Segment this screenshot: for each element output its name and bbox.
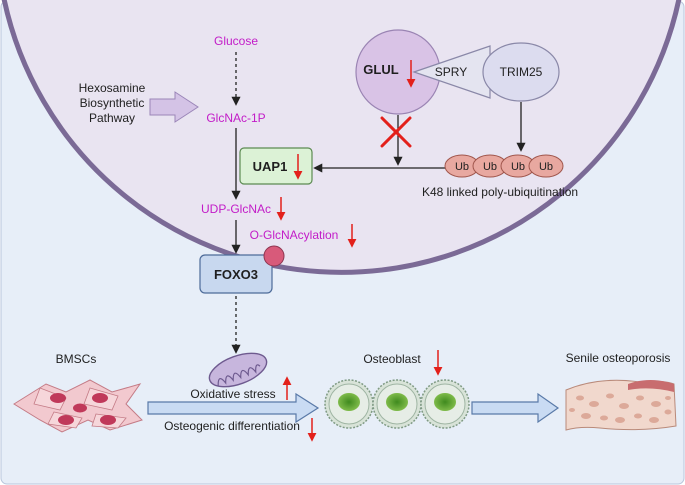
spry-label: SPRY bbox=[435, 65, 467, 79]
trim25-protein bbox=[482, 42, 560, 102]
senile-osteoporosis-label: Senile osteoporosis bbox=[566, 351, 671, 365]
trim25-label: TRIM25 bbox=[500, 65, 543, 79]
o-glcnac-modification-dot bbox=[263, 245, 285, 267]
ub-label: Ub bbox=[483, 161, 497, 173]
foxo3-box bbox=[199, 254, 273, 294]
hexosamine-label-line1: Hexosamine bbox=[79, 81, 146, 95]
ub-bead bbox=[528, 154, 564, 178]
glucose-label: Glucose bbox=[214, 34, 258, 48]
oxidative-stress-label: Oxidative stress bbox=[190, 387, 275, 401]
bone-tissue-icon bbox=[565, 379, 677, 431]
bmscs-cells bbox=[13, 379, 143, 433]
inhibition-cross bbox=[380, 116, 412, 148]
ub-label: Ub bbox=[511, 161, 525, 173]
hexosamine-block-arrow bbox=[149, 91, 199, 123]
k48-label: K48 linked poly-ubiquitination bbox=[422, 185, 578, 199]
osteoblast-label: Osteoblast bbox=[363, 352, 421, 366]
hexosamine-label-line2: Biosynthetic bbox=[80, 96, 145, 110]
uap1-label: UAP1 bbox=[253, 159, 288, 174]
glul-label: GLUL bbox=[363, 62, 398, 77]
o-glcnacylation-label: O-GlcNAcylation bbox=[250, 228, 339, 242]
ub-label: Ub bbox=[539, 161, 553, 173]
mitochondrion-icon bbox=[208, 352, 268, 388]
bmscs-to-osteoblast-arrow bbox=[147, 392, 320, 424]
bmscs-label: BMSCs bbox=[56, 352, 97, 366]
ub-label: Ub bbox=[455, 161, 469, 173]
foxo3-label: FOXO3 bbox=[214, 267, 258, 282]
ub-chain: Ub Ub Ub Ub bbox=[444, 154, 564, 178]
osteoblast-to-osteoporosis-arrow bbox=[471, 392, 560, 424]
glcnac1p-label: GlcNAc-1P bbox=[206, 111, 265, 125]
hexosamine-label-line3: Pathway bbox=[89, 111, 135, 125]
osteoblast-cells bbox=[324, 379, 470, 429]
udp-glcnac-label: UDP-GlcNAc bbox=[201, 202, 271, 216]
osteogenic-label: Osteogenic differentiation bbox=[164, 419, 300, 433]
